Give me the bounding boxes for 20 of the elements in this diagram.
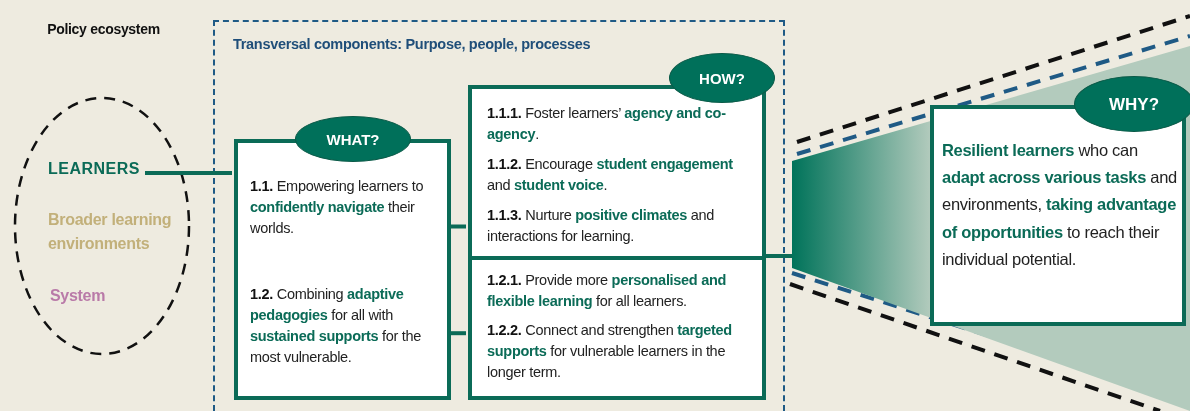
why-badge: WHY?	[1074, 76, 1190, 132]
how-badge: HOW?	[669, 53, 775, 103]
group-title: Transversal components: Purpose, people, processes	[233, 35, 592, 54]
what-badge: WHAT?	[295, 116, 411, 162]
text-paragraph: 1.2. Combining adaptive pedagogies for all with sustained supports for the most vulnerable.	[250, 285, 423, 368]
ecosystem-label: Broader learning environments	[48, 210, 173, 254]
text-paragraph: Resilient learners who can adapt across various tasks and environments, taking advantage of opportunities to reach their individual potential.	[942, 140, 1178, 270]
text-paragraph: 1.1.3. Nurture positive climates and interactions for learning.	[487, 206, 715, 246]
learners-label: LEARNERS	[48, 159, 141, 179]
text-paragraph: 1.1. Empowering learners to confidently navigate their worlds.	[250, 177, 425, 239]
text-paragraph: 1.2.2. Connect and strengthen targeted supports for vulnerable learners in the longer term.	[487, 321, 733, 383]
connector-line	[449, 331, 466, 336]
connector-line	[449, 224, 466, 229]
text-paragraph: 1.1.2. Encourage student engagement and student voice.	[487, 155, 734, 195]
ecosystem-label: System	[50, 286, 107, 306]
text-paragraph: 1.1.1. Foster learners’ agency and co-agency.	[487, 104, 727, 144]
dashed-group-box	[213, 20, 785, 411]
heading: Policy ecosystem	[46, 20, 161, 39]
text-paragraph: 1.2.1. Provide more personalised and flexible learning for all learners.	[487, 271, 728, 311]
connector-line	[145, 171, 232, 175]
